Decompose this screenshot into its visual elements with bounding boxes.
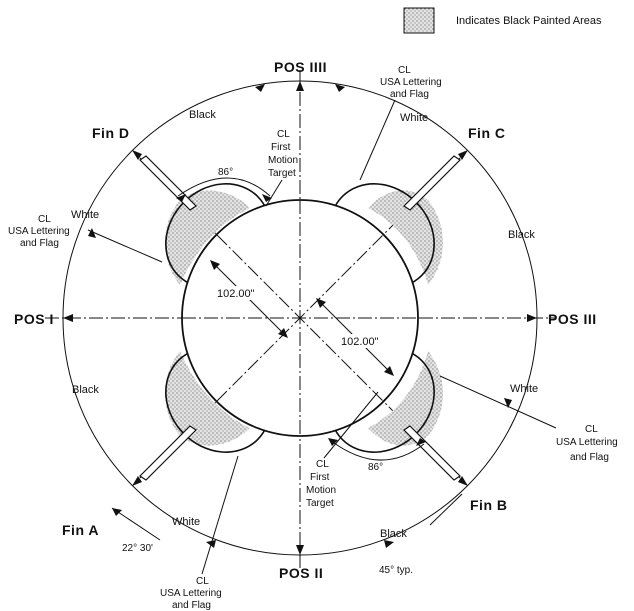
angle-22-30-label: 22° 30' <box>122 543 153 554</box>
black-label-left: Black <box>72 384 99 396</box>
angle-86-lower-label: 86° <box>368 462 383 473</box>
usa-lettering-callout-top: CL USA Lettering and Flag <box>359 65 442 181</box>
usa-lettering-callout-bottom: CL USA Lettering and Flag <box>160 455 239 611</box>
usa-lettering-line1: USA Lettering <box>160 588 222 599</box>
usa-lettering-line2: and Flag <box>390 89 429 100</box>
region-boundary-arrows <box>88 84 512 548</box>
fin-d-label: Fin D <box>92 125 130 141</box>
white-label-right: White <box>510 383 538 395</box>
legend-text: Indicates Black Painted Areas <box>456 15 602 27</box>
angle-45-typ-dimension: 45° typ. <box>379 493 463 576</box>
target-line2: Motion <box>306 485 336 496</box>
pos-2-label: POS II <box>279 565 323 581</box>
cl-symbol: CL <box>277 129 290 140</box>
usa-lettering-line1: USA Lettering <box>8 226 70 237</box>
target-line1: First <box>271 142 291 153</box>
diameter-upper-label: 102.00" <box>217 288 255 300</box>
target-line2: Motion <box>268 155 298 166</box>
diameter-dimension-lower: 102.00" <box>316 298 394 376</box>
legend-swatch <box>403 7 435 34</box>
fin-a-label: Fin A <box>62 522 99 538</box>
usa-lettering-line2: and Flag <box>570 452 609 463</box>
usa-lettering-callout-right: CL USA Lettering and Flag <box>439 375 618 463</box>
usa-lettering-line1: USA Lettering <box>380 77 442 88</box>
angle-86-lower: 86° <box>328 438 426 473</box>
fin-d-blade <box>139 155 197 211</box>
target-line1: First <box>310 472 330 483</box>
black-painted-areas <box>165 190 443 446</box>
usa-lettering-line2: and Flag <box>20 238 59 249</box>
angle-86-upper-label: 86° <box>218 167 233 178</box>
cl-symbol: CL <box>585 424 598 435</box>
pos-4-label: POS IIII <box>274 59 327 75</box>
first-motion-target-upper: CL First Motion Target <box>265 129 298 207</box>
black-label-bottom: Black <box>380 528 407 540</box>
fin-b-label: Fin B <box>470 497 508 513</box>
fin-c-label: Fin C <box>468 125 506 141</box>
diameter-lower-label: 102.00" <box>341 336 379 348</box>
black-label-right: Black <box>508 229 535 241</box>
pos-3-label: POS III <box>548 311 597 327</box>
cl-symbol: CL <box>196 576 209 587</box>
diameter-dimension-upper: 102.00" <box>210 260 288 338</box>
cl-symbol: CL <box>316 459 329 470</box>
fin-b-blade <box>403 425 461 481</box>
black-label-top: Black <box>189 109 216 121</box>
centerlines-over-body <box>182 200 418 436</box>
white-label-left: White <box>71 209 99 221</box>
angle-86-upper: 86° <box>176 167 272 202</box>
usa-lettering-line2: and Flag <box>172 600 211 611</box>
white-label-top-right: White <box>400 112 428 124</box>
position-arrows <box>63 81 537 555</box>
fin-a-blade <box>139 425 197 481</box>
painted-area-lower-right <box>368 351 443 446</box>
angle-22-30-dimension: 22° 30' <box>111 507 161 554</box>
white-label-bottom-left: White <box>172 516 200 528</box>
painted-area-lower-left <box>165 351 250 446</box>
fins <box>139 155 461 481</box>
pos-1-label: POS I <box>14 311 54 327</box>
painted-area-upper-right <box>368 190 443 285</box>
target-line3: Target <box>306 498 334 509</box>
angle-45-typ-label: 45° typ. <box>379 565 413 576</box>
usa-lettering-callout-left: CL USA Lettering and Flag <box>8 214 163 263</box>
usa-lettering-line1: USA Lettering <box>556 437 618 448</box>
first-motion-target-lower: CL First Motion Target <box>306 391 379 509</box>
cl-symbol: CL <box>398 65 411 76</box>
painted-area-upper-left <box>165 190 250 285</box>
fin-c-blade <box>403 155 461 211</box>
target-line3: Target <box>268 168 296 179</box>
cl-symbol: CL <box>38 214 51 225</box>
